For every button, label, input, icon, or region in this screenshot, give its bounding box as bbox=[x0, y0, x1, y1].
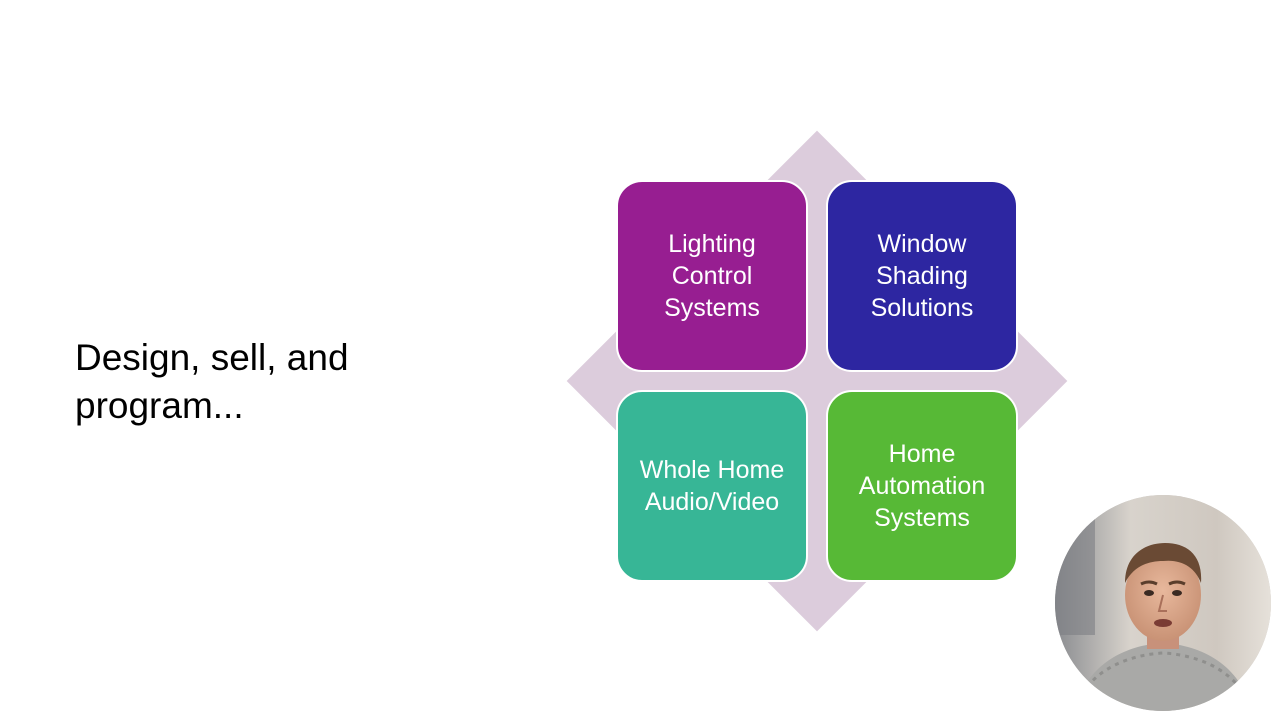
tile-window-shading: Window Shading Solutions bbox=[826, 180, 1018, 372]
tile-whole-home-audio-video: Whole Home Audio/Video bbox=[616, 390, 808, 582]
tile-label: Window Shading Solutions bbox=[870, 230, 974, 322]
presenter-webcam-overlay bbox=[1055, 495, 1271, 711]
tile-label: Home Automation Systems bbox=[858, 440, 986, 532]
slide-text: Design, sell, and program... bbox=[75, 337, 349, 426]
tile-lighting-control: Lighting Control Systems bbox=[616, 180, 808, 372]
tile-label: Lighting Control Systems bbox=[664, 230, 760, 322]
tile-home-automation: Home Automation Systems bbox=[826, 390, 1018, 582]
tile-label: Whole Home Audio/Video bbox=[639, 456, 785, 516]
service-matrix-diagram: Lighting Control Systems Window Shading … bbox=[566, 130, 1068, 632]
presenter-avatar-icon bbox=[1055, 495, 1271, 711]
